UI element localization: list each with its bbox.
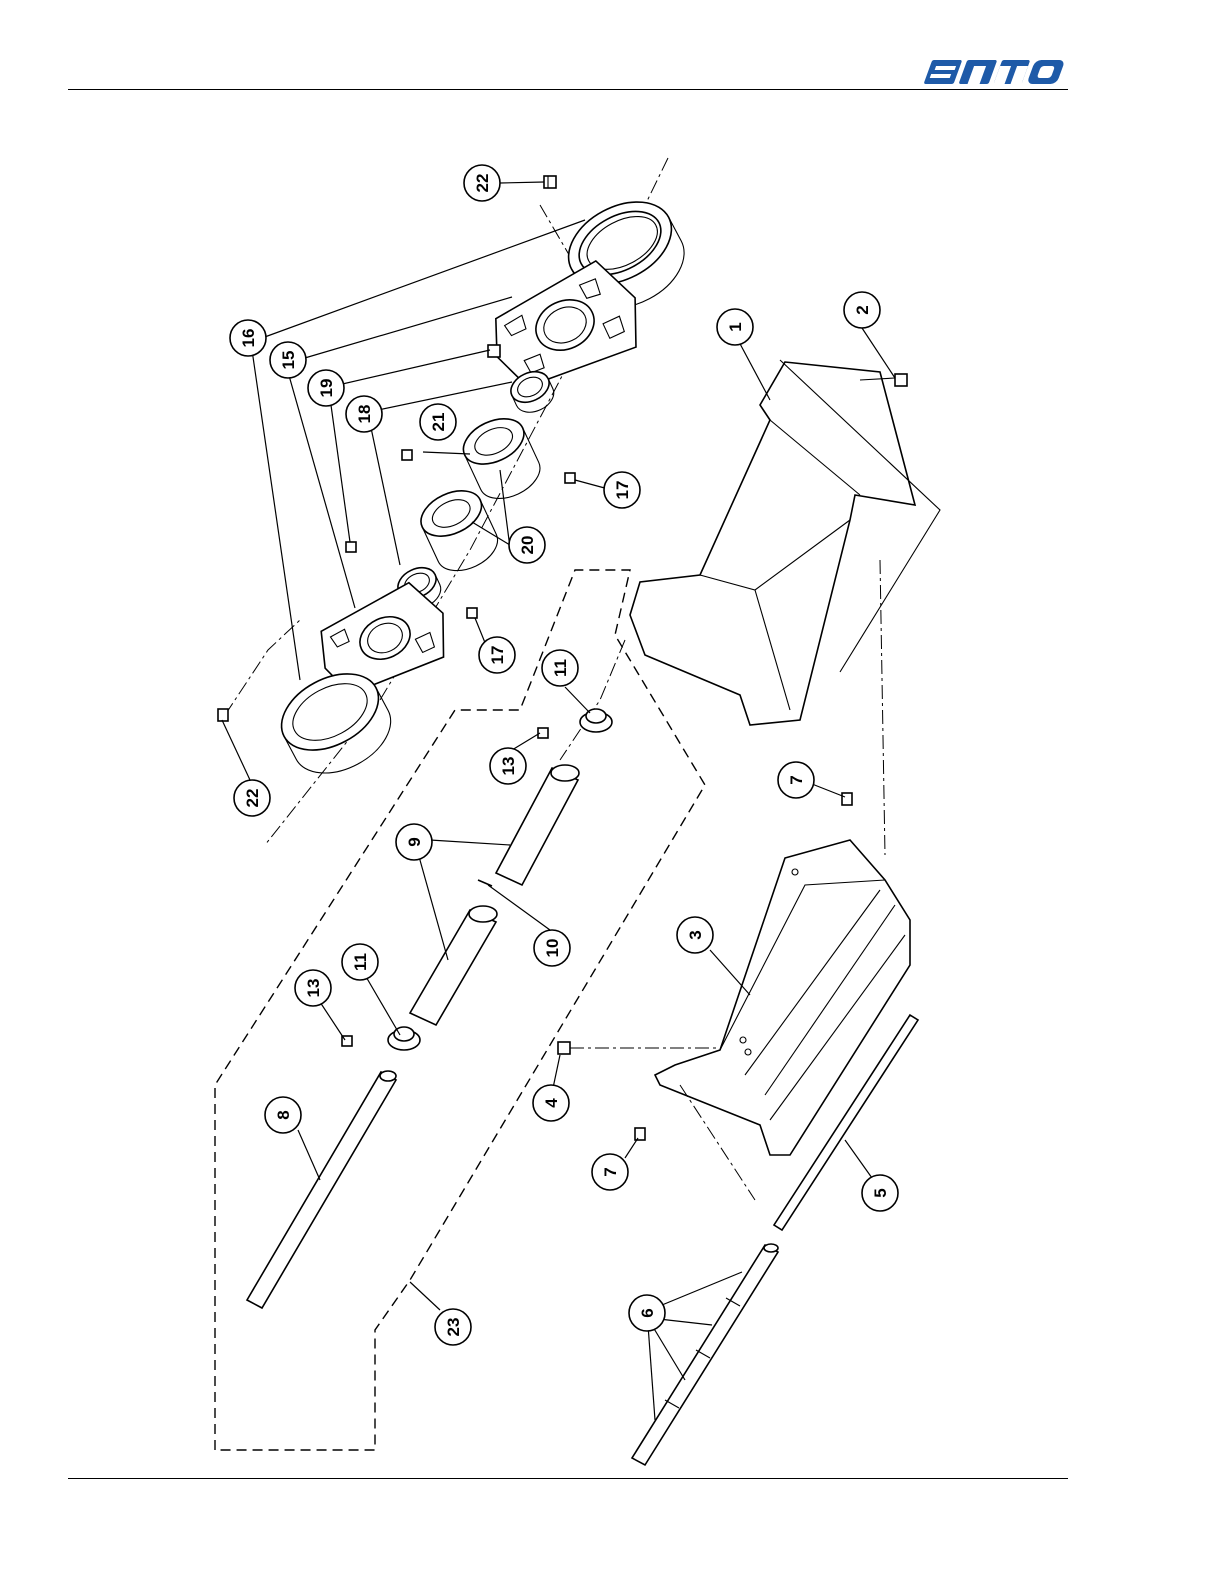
callout-label: 17 [613, 481, 632, 500]
callout-label: 23 [444, 1318, 463, 1337]
guide-plate-3 [655, 840, 910, 1155]
footer-rule [68, 1478, 1068, 1479]
axis-line-cover [880, 560, 885, 855]
callout-15: 15 [270, 342, 306, 378]
callout-label: 19 [317, 379, 336, 398]
callout-13-top: 13 [490, 748, 526, 784]
callout-9: 9 [396, 824, 432, 860]
screw-7-top [842, 793, 852, 805]
callout-13-bottom: 13 [295, 970, 331, 1006]
callout-label: 17 [488, 646, 507, 665]
screw-22-top [544, 176, 556, 188]
callout-7-top: 7 [778, 762, 814, 798]
callout-8: 8 [265, 1097, 301, 1133]
callout-label: 21 [429, 413, 448, 432]
callout-17-right: 17 [604, 472, 640, 508]
callout-label: 11 [351, 953, 370, 971]
screw-21 [402, 450, 412, 460]
roller-9-bottom [410, 906, 497, 1025]
pin-19-left [346, 542, 356, 552]
pin-10 [478, 880, 492, 886]
callout-label: 1 [726, 322, 745, 331]
callout-5: 5 [862, 1175, 898, 1211]
callout-label: 9 [405, 837, 424, 846]
collar-11-bottom [388, 1027, 420, 1050]
callout-label: 20 [518, 536, 537, 555]
callout-label: 16 [239, 329, 258, 348]
callout-label: 22 [243, 789, 262, 808]
callout-21: 21 [420, 404, 456, 440]
cover-1 [630, 360, 940, 725]
roller-20-left [414, 482, 505, 580]
callout-label: 22 [473, 174, 492, 193]
callout-19: 19 [308, 370, 344, 406]
collar-11-top [580, 709, 612, 732]
screw-22-left [218, 709, 228, 721]
callout-1: 1 [717, 309, 753, 345]
callout-label: 13 [499, 757, 518, 776]
callout-11-bottom: 11 [342, 944, 378, 980]
pin-19-right [488, 345, 500, 357]
callout-11-top: 11 [542, 650, 578, 686]
callout-2: 2 [844, 292, 880, 328]
callout-18: 18 [346, 396, 382, 432]
callout-7-bottom: 7 [592, 1154, 628, 1190]
callout-label: 3 [686, 930, 705, 939]
axis-line-22b [225, 620, 300, 715]
roller-shaft-6 [632, 1244, 778, 1465]
callout-label: 4 [542, 1098, 561, 1108]
callout-23: 23 [435, 1309, 471, 1345]
screw-17-left [467, 608, 477, 618]
callout-10: 10 [534, 930, 570, 966]
callout-20: 20 [509, 527, 545, 563]
callout-label: 6 [638, 1308, 657, 1317]
screw-4 [558, 1042, 720, 1054]
callout-label: 10 [543, 939, 562, 958]
callout-label: 13 [304, 979, 323, 998]
callout-label: 8 [274, 1110, 293, 1119]
callout-label: 5 [871, 1188, 890, 1197]
screw-17-right [565, 473, 575, 483]
callout-label: 7 [601, 1167, 620, 1176]
callout-3: 3 [677, 917, 713, 953]
screw-7-bottom [635, 1128, 645, 1140]
callout-16: 16 [230, 320, 266, 356]
callout-label: 7 [787, 775, 806, 784]
callout-label: 11 [551, 659, 570, 677]
callout-22-left: 22 [234, 780, 270, 816]
callout-label: 15 [279, 351, 298, 370]
callout-17-left: 17 [479, 637, 515, 673]
callout-4: 4 [533, 1085, 569, 1121]
callout-6: 6 [629, 1295, 665, 1331]
callout-label: 2 [853, 305, 872, 314]
callout-22-top: 22 [464, 165, 500, 201]
callout-label: 18 [355, 405, 374, 424]
